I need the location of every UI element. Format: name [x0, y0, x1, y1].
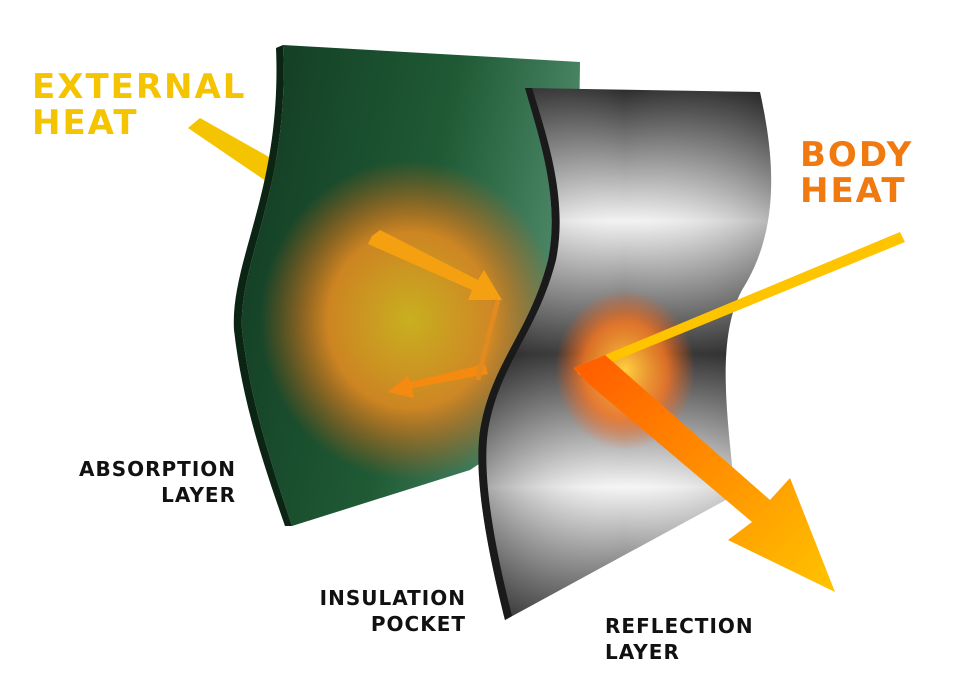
external-heat-line-2: HEAT — [32, 102, 139, 143]
body-heat-incoming-arrow — [574, 232, 905, 375]
body-heat-line-2: HEAT — [800, 170, 907, 211]
absorption-layer-label: ABSORPTION LAYER — [40, 456, 236, 508]
absorption-line-1: ABSORPTION — [78, 457, 236, 481]
external-heat-line-1: EXTERNAL — [32, 67, 247, 107]
body-heat-label-top: BODY HEAT — [800, 135, 914, 211]
insulation-line-1: INSULATION — [319, 586, 466, 610]
body-heat-line-1: BODY — [800, 135, 914, 175]
body-heat-reflected-arrow — [574, 355, 835, 592]
reflection-line-1: REFLECTION — [605, 614, 754, 638]
reflection-line-2: LAYER — [605, 640, 680, 664]
reflection-layer-label: REFLECTION LAYER — [605, 613, 754, 665]
insulation-pocket-label: INSULATION POCKET — [290, 585, 466, 637]
insulation-glow — [260, 160, 560, 480]
insulation-line-2: POCKET — [370, 612, 466, 636]
external-heat-label: EXTERNAL HEAT — [32, 67, 247, 143]
inner-arrow-in — [368, 230, 502, 300]
inner-arrow-out — [388, 364, 488, 398]
absorption-line-2: LAYER — [161, 483, 236, 507]
